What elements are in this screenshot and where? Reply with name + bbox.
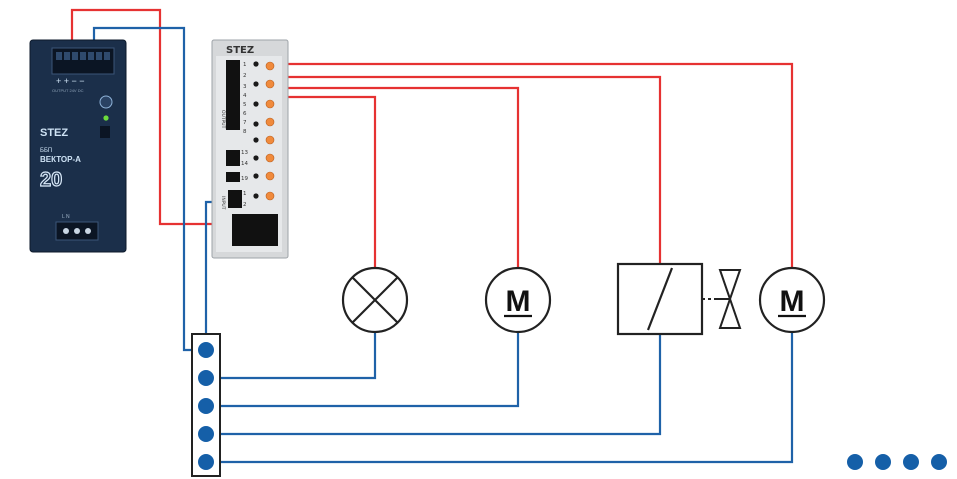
psu-voltage-trimmer [99,95,113,109]
module-brand: STEZ [226,45,254,56]
svg-text:5: 5 [243,102,247,108]
wire-red-output-valve [262,75,662,264]
module-input-connector [228,190,242,208]
svg-text:14: 14 [241,161,248,167]
pagination-dot-2[interactable] [875,454,891,470]
motor-2-label: M [780,285,805,318]
terminal-2 [198,370,214,386]
psu-status-led [103,115,109,121]
module-output-connector [226,60,240,130]
svg-text:19: 19 [241,176,248,182]
terminal-1 [198,342,214,358]
module-adjust-pots [265,61,275,201]
svg-text:OUTPUT: OUTPUT [220,110,226,129]
svg-text:3: 3 [243,84,247,90]
module-indicator-leds [253,61,259,199]
terminal-5 [198,454,214,470]
psu-model-number: 20 [40,169,62,191]
wire-blue-return-motor1 [208,332,520,408]
module-connector-19 [226,172,240,182]
psu-terminal-marks: + + − − [56,76,85,86]
terminal-3 [198,398,214,414]
svg-text:L N: L N [62,214,70,220]
wire-red-output-motor1 [262,86,520,268]
module-connector-13-14 [226,150,240,166]
pagination-dots [847,454,947,470]
psu-top-terminals [51,47,115,75]
pagination-dot-4[interactable] [931,454,947,470]
terminal-4 [198,426,214,442]
svg-text:6: 6 [243,111,247,117]
psu-model-name: ВЕКТОР-А [40,155,81,164]
module-row-labels: 1 2 3 4 5 6 7 8 13 14 19 1 2 [241,62,248,208]
svg-text:1: 1 [243,191,247,197]
svg-text:2: 2 [243,202,247,208]
psu-model-prefix: ББП [40,148,52,154]
valve-symbol [616,262,742,336]
motor-symbol-2: M [758,266,826,334]
wire-blue-return-valve [208,334,662,436]
pagination-dot-3[interactable] [903,454,919,470]
pagination-dot-1[interactable] [847,454,863,470]
power-supply: + + − − OUTPUT 24V DC STEZ ББП ВЕКТОР-А … [29,39,127,253]
motor-symbol-1: M [484,266,552,334]
svg-text:13: 13 [241,150,248,156]
wire-red-output-lamp [262,95,377,268]
wire-blue-return-lamp [208,332,377,380]
wire-blue-psu-minus [92,26,204,352]
svg-text:INPUT: INPUT [220,196,226,210]
lamp-symbol [341,266,409,334]
terminal-block [191,333,221,477]
wire-red-output-motor2 [262,62,794,272]
svg-text:OUTPUT 24V DC: OUTPUT 24V DC [52,88,84,93]
svg-text:4: 4 [243,93,247,99]
svg-text:7: 7 [243,120,247,126]
wire-blue-return-motor2 [208,332,794,464]
psu-brand: STEZ [40,127,68,139]
control-module: STEZ OUTPUT INPUT 1 2 3 4 5 6 7 8 13 14 … [211,39,289,259]
svg-text:1: 1 [243,62,247,68]
module-power-connector [232,214,278,246]
svg-text:8: 8 [243,129,247,135]
svg-text:2: 2 [243,73,247,79]
motor-1-label: M [506,285,531,318]
